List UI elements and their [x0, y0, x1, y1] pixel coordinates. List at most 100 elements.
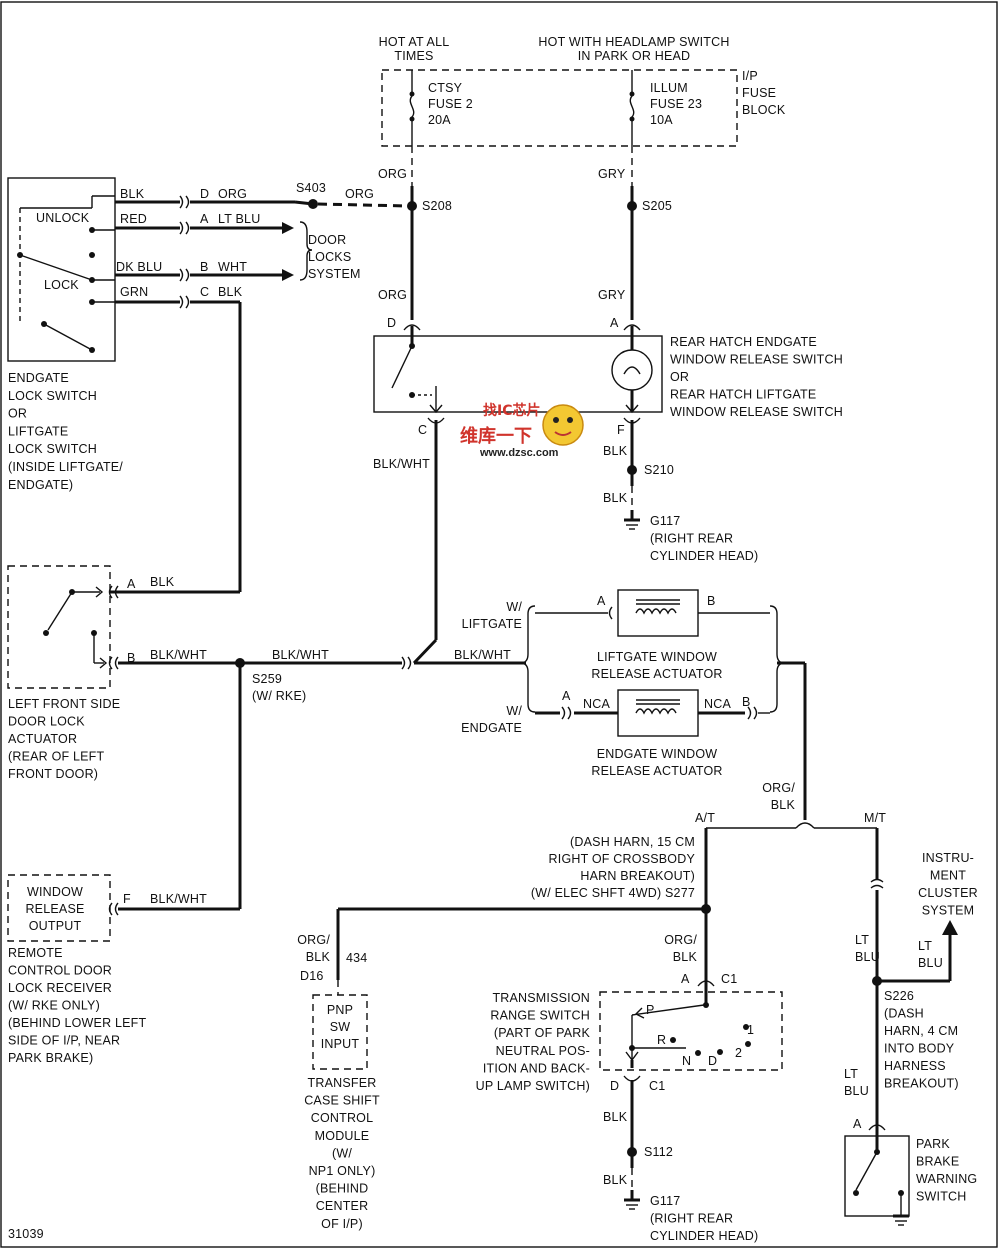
- lock-switch-pin-d-label: D: [200, 187, 209, 201]
- splice-s112: [627, 1147, 637, 1157]
- watermark: 找IC芯片 维库一下 www.dzsc.com: [460, 402, 584, 459]
- watermark-cn: 维库一下: [460, 425, 532, 447]
- park-pin-a-label: A: [853, 1117, 862, 1131]
- park-lt-blu3-label: BLU: [844, 1084, 869, 1098]
- hot-headlamp-label: IN PARK OR HEAD: [578, 49, 691, 63]
- blk-f-label: BLK: [603, 444, 628, 458]
- trs-org-blk-label: BLK: [673, 950, 698, 964]
- endgate-nca1-label: NCA: [583, 697, 610, 711]
- endgate-lock-switch: [7, 177, 116, 362]
- park-caption-label: BRAKE: [916, 1155, 959, 1169]
- park-s226-label: INTO BODY: [884, 1042, 955, 1056]
- dash-harn-label: HARN BREAKOUT): [580, 869, 695, 883]
- remote-box-label: OUTPUT: [29, 919, 82, 933]
- rear-hatch-label: WINDOW RELEASE SWITCH: [670, 353, 843, 367]
- s205-label: S205: [642, 199, 672, 213]
- park-s226-label: HARN, 4 CM: [884, 1024, 958, 1038]
- park-cluster-label: INSTRU-: [922, 851, 974, 865]
- splice-s205: [627, 201, 637, 211]
- actuator-blk-label: BLK: [150, 575, 175, 589]
- park-lt-blu2-label: BLU: [918, 956, 943, 970]
- tccm-box-label: INPUT: [321, 1037, 360, 1051]
- trs-s112-label: S112: [644, 1145, 673, 1159]
- park-caption-label: WARNING: [916, 1172, 977, 1186]
- pin-f-label: F: [617, 423, 625, 437]
- actuator-caption-label: ACTUATOR: [8, 732, 77, 746]
- lock-switch-door-locks-label: SYSTEM: [308, 267, 361, 281]
- org-blk-right-label: BLK: [771, 798, 796, 812]
- fuse-block-label: FUSE: [742, 86, 776, 100]
- endgate-caption-label: RELEASE ACTUATOR: [591, 764, 722, 778]
- remote-caption-label: (BEHIND LOWER LEFT: [8, 1016, 146, 1030]
- rear-hatch-label: REAR HATCH LIFTGATE: [670, 388, 816, 402]
- park-lt-blu1-label: BLU: [855, 950, 880, 964]
- liftgate-pin-a-label: A: [597, 594, 606, 608]
- org-lower-label: ORG: [378, 288, 407, 302]
- fuse23-label: FUSE 23: [650, 97, 702, 111]
- rear-hatch-label: REAR HATCH ENDGATE: [670, 335, 817, 349]
- lock-switch-pin-a-label: A: [200, 212, 209, 226]
- endgate-w-label: W/: [506, 704, 522, 718]
- s277-wires: [336, 904, 711, 995]
- tccm-org-blk-label: ORG/: [297, 933, 330, 947]
- lock-switch-caption-label: LOCK SWITCH: [8, 389, 97, 403]
- lock-switch-caption-label: OR: [8, 407, 27, 421]
- rear-hatch-label: WINDOW RELEASE SWITCH: [670, 405, 843, 419]
- fuse-block: [381, 69, 738, 147]
- s259-label: (W/ RKE): [252, 689, 306, 703]
- trs-pin-a-label: A: [681, 972, 690, 986]
- door-locks-brace: [299, 221, 313, 281]
- liftgate-w-label: W/: [506, 600, 522, 614]
- remote-box-label: RELEASE: [25, 902, 84, 916]
- wire-gry-top-label: GRY: [598, 167, 626, 181]
- remote-caption-label: LOCK RECEIVER: [8, 981, 112, 995]
- lock-switch-door-locks-label: DOOR: [308, 233, 346, 247]
- remote-receiver: [7, 874, 240, 942]
- trs-r-label: R: [657, 1033, 666, 1047]
- supply-wires: [407, 146, 637, 320]
- transmission-range-switch: [599, 980, 783, 1210]
- blk-g117a-label: BLK: [603, 491, 628, 505]
- hot-all-times-label: TIMES: [394, 49, 433, 63]
- pin-d-label: D: [387, 316, 396, 330]
- lock-switch-w-red-label: RED: [120, 212, 147, 226]
- park-brake-circuit: [844, 920, 958, 1226]
- trs-caption-label: NEUTRAL POS-: [496, 1044, 590, 1058]
- lock-switch-caption-label: ENDGATE): [8, 478, 73, 492]
- diagram-id-label: 31039: [8, 1227, 44, 1241]
- park-caption-label: SWITCH: [916, 1190, 967, 1204]
- fuse2-label: CTSY: [428, 81, 463, 95]
- blk-wht-c-label: BLK/WHT: [373, 457, 430, 471]
- trs-two-label: 2: [735, 1046, 742, 1060]
- org-blk-right-label: ORG/: [762, 781, 795, 795]
- park-cluster-label: CLUSTER: [918, 886, 978, 900]
- fuse2-label: FUSE 2: [428, 97, 473, 111]
- lock-switch-pin-b-label: B: [200, 260, 209, 274]
- lamp-symbol: [611, 349, 653, 391]
- liftgate-pin-b-label: B: [707, 594, 716, 608]
- tccm-caption-label: (BEHIND: [316, 1182, 369, 1196]
- trs-caption-label: UP LAMP SWITCH): [476, 1079, 590, 1093]
- g117a-label: CYLINDER HEAD): [650, 549, 758, 563]
- endgate-pin-b-label: B: [742, 695, 751, 709]
- lock-switch-w-blk-label: BLK: [120, 187, 145, 201]
- tccm-box-label: SW: [330, 1020, 351, 1034]
- remote-box-label: WINDOW: [27, 885, 83, 899]
- at-label: A/T: [695, 811, 715, 825]
- blk-wht-mid-label: BLK/WHT: [272, 648, 329, 662]
- remote-caption-label: SIDE OF I/P, NEAR: [8, 1034, 120, 1048]
- watermark-mascot: [542, 404, 584, 446]
- org-s403-label: ORG: [345, 187, 374, 201]
- lock-switch-caption-label: LIFTGATE: [8, 424, 68, 438]
- dash-harn-label: RIGHT OF CROSSBODY: [549, 852, 696, 866]
- mt-label: M/T: [864, 811, 886, 825]
- tccm-caption-label: TRANSFER: [308, 1076, 377, 1090]
- park-cluster-label: MENT: [930, 869, 966, 883]
- rear-hatch-switch: [373, 324, 663, 424]
- actuator-caption-label: FRONT DOOR): [8, 767, 98, 781]
- park-lt-blu3-label: LT: [844, 1067, 858, 1081]
- lock-switch-w-dkblu-label: DK BLU: [116, 260, 162, 274]
- park-s226-label: HARNESS: [884, 1059, 946, 1073]
- lock-switch-door-locks-label: LOCKS: [308, 250, 351, 264]
- rear-hatch-label: OR: [670, 370, 689, 384]
